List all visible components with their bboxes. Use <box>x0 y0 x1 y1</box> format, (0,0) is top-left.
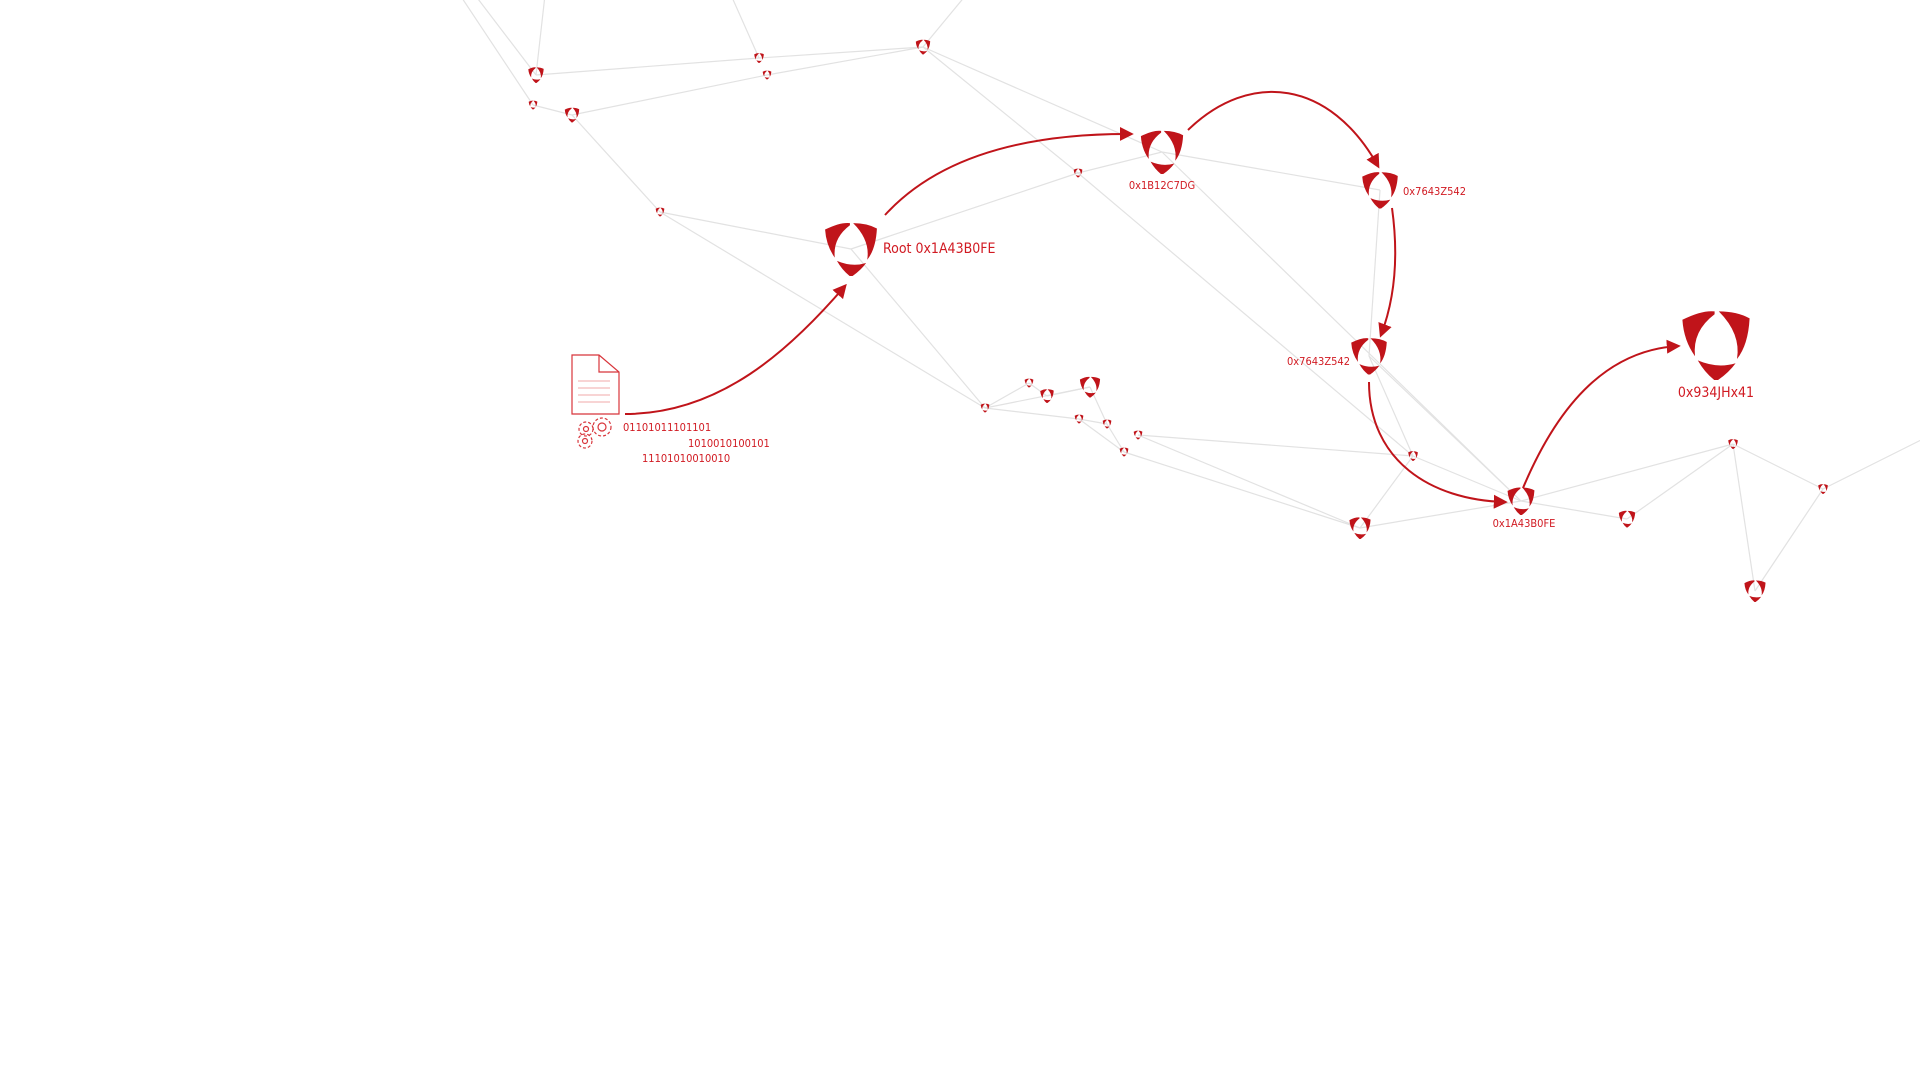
edge-line <box>1161 151 1522 502</box>
nodes <box>528 39 1828 602</box>
edge-line <box>1412 455 1522 502</box>
edge-line <box>1078 418 1108 425</box>
edges <box>462 0 1920 592</box>
root-node-label: Root 0x1A43B0FE <box>883 241 995 257</box>
edge-line <box>922 46 1163 153</box>
edge-line <box>1089 386 1108 425</box>
edge-line <box>1368 189 1381 357</box>
shield-node-icon[interactable] <box>825 222 877 277</box>
transaction-arrow <box>1378 207 1397 338</box>
shield-node-icon[interactable] <box>1682 311 1750 381</box>
binary-line-3: 11101010010010 <box>642 452 730 465</box>
edge-line <box>1028 382 1048 397</box>
edge-line <box>850 248 986 409</box>
edge-line <box>571 74 768 116</box>
transaction-arrow <box>624 283 847 415</box>
node-label-n5: 0x934JHx41 <box>1678 385 1754 401</box>
edge-line <box>1161 151 1381 191</box>
edge-line <box>1732 443 1756 592</box>
edge-line <box>1520 443 1734 502</box>
edge-line <box>1137 434 1361 529</box>
edge-line <box>984 407 1080 420</box>
shield-node-icon[interactable] <box>1040 389 1054 403</box>
node-label-n1: 0x1B12C7DG <box>1129 179 1195 192</box>
edge-line <box>535 0 546 76</box>
node-label-n4: 0x1A43B0FE <box>1493 517 1556 530</box>
transaction-arrow <box>884 126 1134 216</box>
edge-line <box>1822 439 1920 490</box>
transaction-arrows <box>624 90 1681 509</box>
edge-line <box>1732 443 1824 490</box>
node-label-n3: 0x7643Z542 <box>1287 355 1350 368</box>
edge-line <box>1123 451 1361 529</box>
binary-line-2: 1010010100101 <box>688 437 770 450</box>
edge-line <box>1077 151 1163 174</box>
document-gears-icon <box>571 354 620 449</box>
edge-line <box>922 0 963 48</box>
edge-line <box>1078 418 1125 453</box>
edge-line <box>1626 443 1734 520</box>
shield-node-icon[interactable] <box>1618 510 1636 528</box>
node-label-n2: 0x7643Z542 <box>1403 185 1466 198</box>
edge-line <box>1359 455 1414 529</box>
edge-line <box>984 382 1030 409</box>
edge-line <box>659 211 852 250</box>
edge-line <box>1520 500 1628 520</box>
edge-line <box>478 0 537 76</box>
edge-line <box>1368 355 1522 502</box>
edge-line <box>850 172 1079 250</box>
binary-line-1: 01101011101101 <box>623 421 711 434</box>
edge-line <box>571 114 661 213</box>
edge-line <box>1106 423 1125 453</box>
transaction-arrow <box>1187 90 1380 169</box>
edge-line <box>462 0 534 106</box>
shield-node-icon[interactable] <box>1349 517 1371 539</box>
edge-line <box>1368 355 1414 457</box>
edge-line <box>535 57 760 76</box>
edge-line <box>1137 434 1414 457</box>
shield-node-icon[interactable] <box>1744 580 1766 602</box>
edge-line <box>758 46 924 59</box>
edge-line <box>766 46 924 76</box>
transaction-arrow <box>1368 381 1508 509</box>
edge-line <box>1754 488 1824 592</box>
edge-line <box>922 46 1079 174</box>
edge-line <box>1077 172 1414 457</box>
transaction-arrow <box>1522 339 1681 489</box>
edge-line <box>732 0 760 59</box>
